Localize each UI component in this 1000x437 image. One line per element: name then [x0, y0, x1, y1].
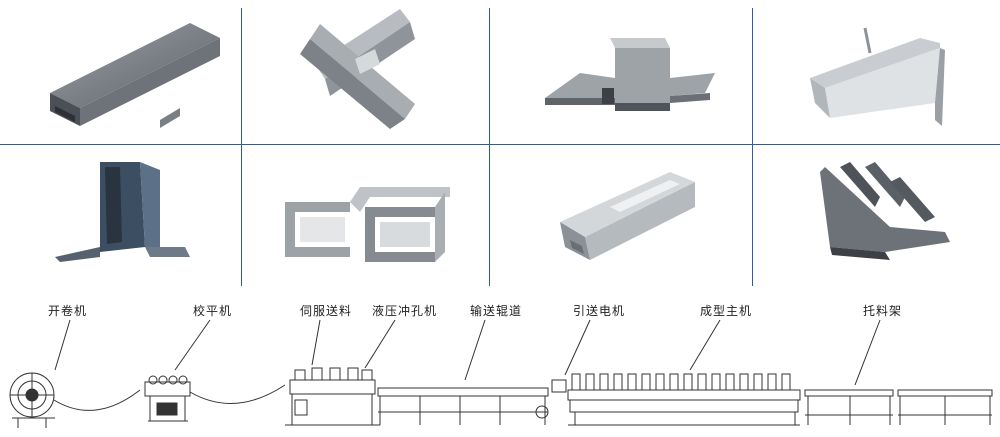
runout-table [804, 389, 993, 425]
profile-double-u-ribbed [770, 152, 1000, 280]
leader-uncoiler [54, 319, 71, 371]
station-label-guide-motor: 引送电机 [573, 304, 626, 318]
forming-main-machine [567, 373, 801, 426]
grid-divider-vertical-3 [752, 8, 753, 286]
station-label-runout-table: 托料架 [863, 304, 903, 318]
uncoiler-machine [9, 372, 55, 428]
leader-servo-feeder [311, 319, 321, 366]
grid-divider-horizontal [0, 144, 1000, 145]
profile-galvanized-lipped-channel [520, 152, 750, 280]
station-label-conveyor-rollers: 输送辊道 [470, 304, 523, 318]
leader-runout [854, 319, 881, 386]
production-line-diagram [0, 300, 1000, 437]
station-label-hydraulic-punch: 液压冲孔机 [372, 304, 438, 318]
servo-feeder-and-punch [285, 367, 380, 426]
profile-c-channel-flat-long [10, 8, 240, 136]
guide-motor [535, 379, 567, 419]
product-profile-grid [0, 4, 1000, 286]
leveler-machine [144, 375, 191, 422]
grid-divider-vertical-1 [241, 8, 242, 286]
station-label-leveler: 校平机 [193, 304, 233, 318]
profile-two-c-channels-lipped [270, 152, 500, 280]
leader-conveyor [464, 319, 486, 381]
grid-divider-vertical-2 [489, 8, 490, 286]
leader-leveler [174, 319, 211, 371]
profile-double-c-channels-crossed [260, 4, 490, 132]
profile-folded-u-vertical [10, 152, 240, 280]
conveyor-roller-table [377, 387, 549, 425]
profile-hat-channel-with-flanges [520, 8, 750, 136]
leader-guide-motor [564, 319, 591, 376]
station-label-forming-machine: 成型主机 [700, 304, 753, 318]
leader-punch [364, 319, 396, 369]
station-label-uncoiler: 开卷机 [48, 304, 88, 318]
station-label-servo-feeder: 伺服送料 [300, 304, 353, 318]
leader-forming [689, 319, 721, 371]
profile-z-angle-sheet [770, 8, 1000, 136]
